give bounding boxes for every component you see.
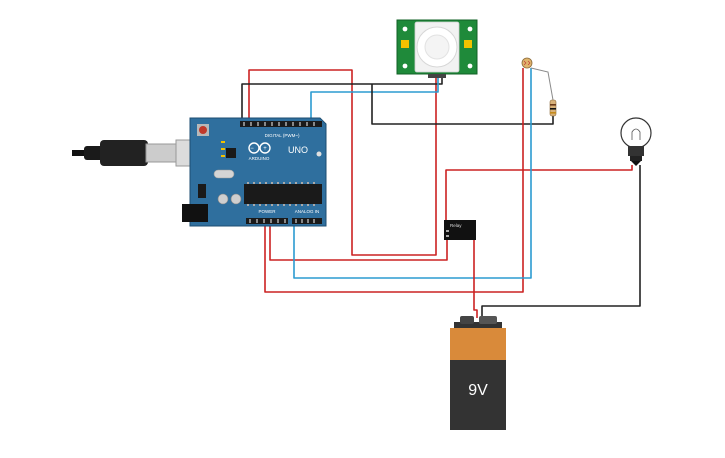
arduino-board[interactable]: DIGITAL (PWM~) − + ARDUINO UNO — [182, 117, 327, 227]
capacitor-2 — [230, 193, 242, 205]
crystal-oscillator — [213, 169, 235, 179]
battery-label: 9V — [468, 382, 488, 399]
power-jack[interactable] — [182, 204, 208, 222]
digital-header[interactable] — [240, 121, 322, 127]
arduino-brand-label: ARDUINO — [249, 156, 270, 161]
power-header-label: POWER — [258, 209, 276, 214]
wire-red-ldr-power[interactable] — [264, 68, 524, 293]
wire-black-ldr-gnd[interactable] — [371, 84, 554, 125]
wires — [241, 68, 641, 318]
arduino-model-label: UNO — [288, 145, 308, 155]
usb-cable — [72, 139, 199, 167]
photoresistor[interactable] — [521, 57, 533, 69]
wire-blue-ldr-signal[interactable] — [293, 68, 532, 279]
relay-module[interactable]: Relay — [444, 220, 476, 240]
wire-blue-pir-signal[interactable] — [310, 78, 439, 125]
light-bulb[interactable] — [620, 117, 652, 166]
microcontroller-chip — [244, 184, 322, 204]
wire-red-relay-power[interactable] — [269, 222, 448, 261]
pir-pot-2[interactable] — [464, 40, 472, 48]
wire-black-pir-gnd[interactable] — [241, 78, 443, 125]
battery-9v[interactable]: 9V — [450, 316, 506, 430]
digital-header-label: DIGITAL (PWM~) — [265, 133, 300, 138]
battery-terminal-positive[interactable] — [460, 316, 474, 324]
battery-terminal-negative[interactable] — [479, 316, 497, 324]
usb-chip — [226, 148, 236, 158]
wire-red-relay-battery[interactable] — [473, 238, 478, 318]
wire-red-pir-power[interactable] — [248, 69, 437, 256]
status-leds — [221, 141, 225, 157]
svg-text:−: − — [250, 146, 254, 152]
power-header[interactable] — [246, 218, 288, 224]
relay-label: Relay — [450, 223, 462, 228]
analog-header-label: ANALOG IN — [295, 209, 320, 214]
pir-pot-1[interactable] — [401, 40, 409, 48]
svg-text:+: + — [263, 146, 267, 152]
wire-black-bulb-battery[interactable] — [481, 165, 641, 318]
arduino-logo: − + — [248, 142, 271, 154]
pir-sensor[interactable] — [396, 19, 478, 78]
reset-button[interactable] — [199, 126, 207, 134]
pir-pins[interactable] — [428, 74, 446, 78]
capacitor-1 — [217, 193, 229, 205]
wire-red-bulb-relay[interactable] — [445, 165, 633, 222]
resistor[interactable] — [530, 67, 557, 117]
voltage-regulator — [198, 184, 206, 198]
tx-led — [316, 151, 322, 157]
